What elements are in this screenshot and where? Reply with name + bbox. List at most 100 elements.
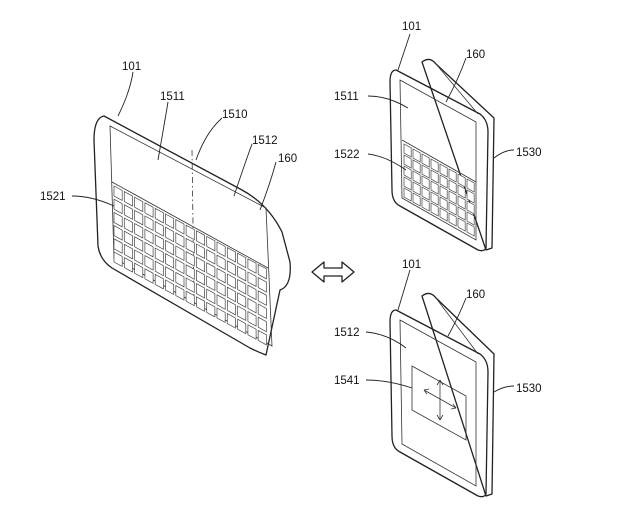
keyboard-key: [466, 178, 475, 193]
keyboard-key: [237, 305, 247, 322]
label-tr-1530: 1530: [516, 147, 542, 159]
keyboard-key: [430, 180, 439, 195]
keyboard-key: [430, 158, 439, 173]
keyboard-key: [216, 281, 226, 297]
keyboard-key: [457, 195, 466, 210]
keyboard-key: [196, 296, 205, 312]
folded-front-body-2: [389, 309, 489, 498]
keyboard-key: [206, 249, 216, 265]
folded-keyboard: [403, 143, 475, 237]
label-left-101: 101: [122, 61, 141, 73]
folded-device-keyboard: [389, 58, 495, 252]
keyboard-key: [237, 279, 247, 295]
keyboard-key: [175, 219, 185, 235]
label-br-160: 160: [466, 289, 485, 301]
keyboard-key: [185, 251, 195, 267]
keyboard-key: [175, 271, 185, 288]
keyboard-key: [206, 288, 216, 305]
keyboard-key: [216, 267, 226, 284]
keyboard-key: [257, 277, 267, 293]
keyboard-key: [185, 237, 195, 254]
keyboard-key: [226, 313, 236, 329]
keyboard-key: [430, 169, 439, 184]
keyboard-key: [216, 307, 226, 324]
keyboard-key: [448, 190, 457, 205]
direction-pad-icon: [423, 379, 457, 421]
keyboard-key: [123, 191, 133, 207]
keyboard-key: [196, 256, 205, 273]
keyboard-key: [257, 316, 267, 333]
keyboard-key: [430, 191, 439, 206]
keyboard-key: [144, 255, 154, 271]
keyboard-key: [165, 279, 175, 296]
keyboard-key: [237, 252, 247, 269]
keyboard-key: [113, 238, 123, 254]
keyboard-key: [466, 189, 475, 204]
keyboard-key: [257, 290, 267, 306]
keyboard-key: [185, 277, 195, 294]
label-tr-160: 160: [466, 49, 485, 61]
keyboard-key: [134, 262, 144, 279]
keyboard-key: [123, 204, 133, 220]
keyboard-key: [439, 196, 448, 211]
keyboard-key: [439, 185, 448, 200]
keyboard-key: [134, 249, 144, 266]
unfolded-keyboard-top-edge: [111, 181, 269, 269]
keyboard-key: [247, 297, 257, 314]
keyboard-key: [144, 268, 154, 284]
keyboard-key: [196, 230, 205, 246]
label-br-1541: 1541: [334, 375, 360, 387]
keyboard-key: [154, 260, 164, 277]
keyboard-key: [257, 303, 267, 320]
keyboard-key: [216, 294, 226, 310]
folded-front-screen-2: [399, 319, 477, 487]
keyboard-key: [113, 185, 123, 202]
keyboard-key: [196, 283, 205, 299]
keyboard-key: [134, 223, 144, 239]
keyboard-key: [403, 165, 412, 180]
label-tr-1511: 1511: [334, 91, 359, 103]
keyboard-key: [206, 275, 216, 292]
keyboard-key: [421, 164, 430, 179]
keyboard-key: [175, 258, 185, 275]
keyboard-key: [154, 273, 164, 290]
keyboard-key: [430, 202, 439, 217]
keyboard-key: [113, 251, 123, 268]
keyboard-key: [247, 284, 257, 301]
keyboard-key: [457, 184, 466, 199]
unfolded-device-body: [93, 115, 291, 356]
keyboard-key: [457, 206, 466, 221]
keyboard-key: [165, 253, 175, 269]
keyboard-key: [403, 143, 412, 158]
keyboard-key: [113, 211, 123, 228]
label-left-1521: 1521: [40, 191, 66, 203]
keyboard-key: [237, 265, 247, 282]
keyboard-key: [123, 243, 133, 260]
keyboard-key: [144, 215, 154, 232]
keyboard-key: [196, 243, 205, 260]
keyboard-key: [113, 225, 123, 241]
keyboard-key: [185, 290, 195, 307]
label-br-101: 101: [402, 259, 421, 271]
keyboard-key: [123, 257, 133, 273]
keyboard-key: [216, 241, 226, 258]
keyboard-key: [113, 198, 123, 215]
unfolded-keyboard: [113, 185, 267, 346]
keyboard-key: [154, 247, 164, 264]
keyboard-key: [165, 226, 175, 243]
keyboard-key: [421, 175, 430, 190]
keyboard-key: [154, 234, 164, 250]
keyboard-key: [154, 207, 164, 224]
folded-front-body: [389, 69, 489, 252]
keyboard-key: [206, 301, 216, 318]
label-tr-101: 101: [402, 21, 421, 33]
keyboard-key: [123, 230, 133, 247]
keyboard-key: [165, 213, 175, 230]
keyboard-key: [466, 200, 475, 215]
keyboard-key: [216, 254, 226, 271]
keyboard-key: [154, 221, 164, 237]
label-left-1510: 1510: [222, 109, 248, 121]
keyboard-key: [412, 181, 421, 196]
